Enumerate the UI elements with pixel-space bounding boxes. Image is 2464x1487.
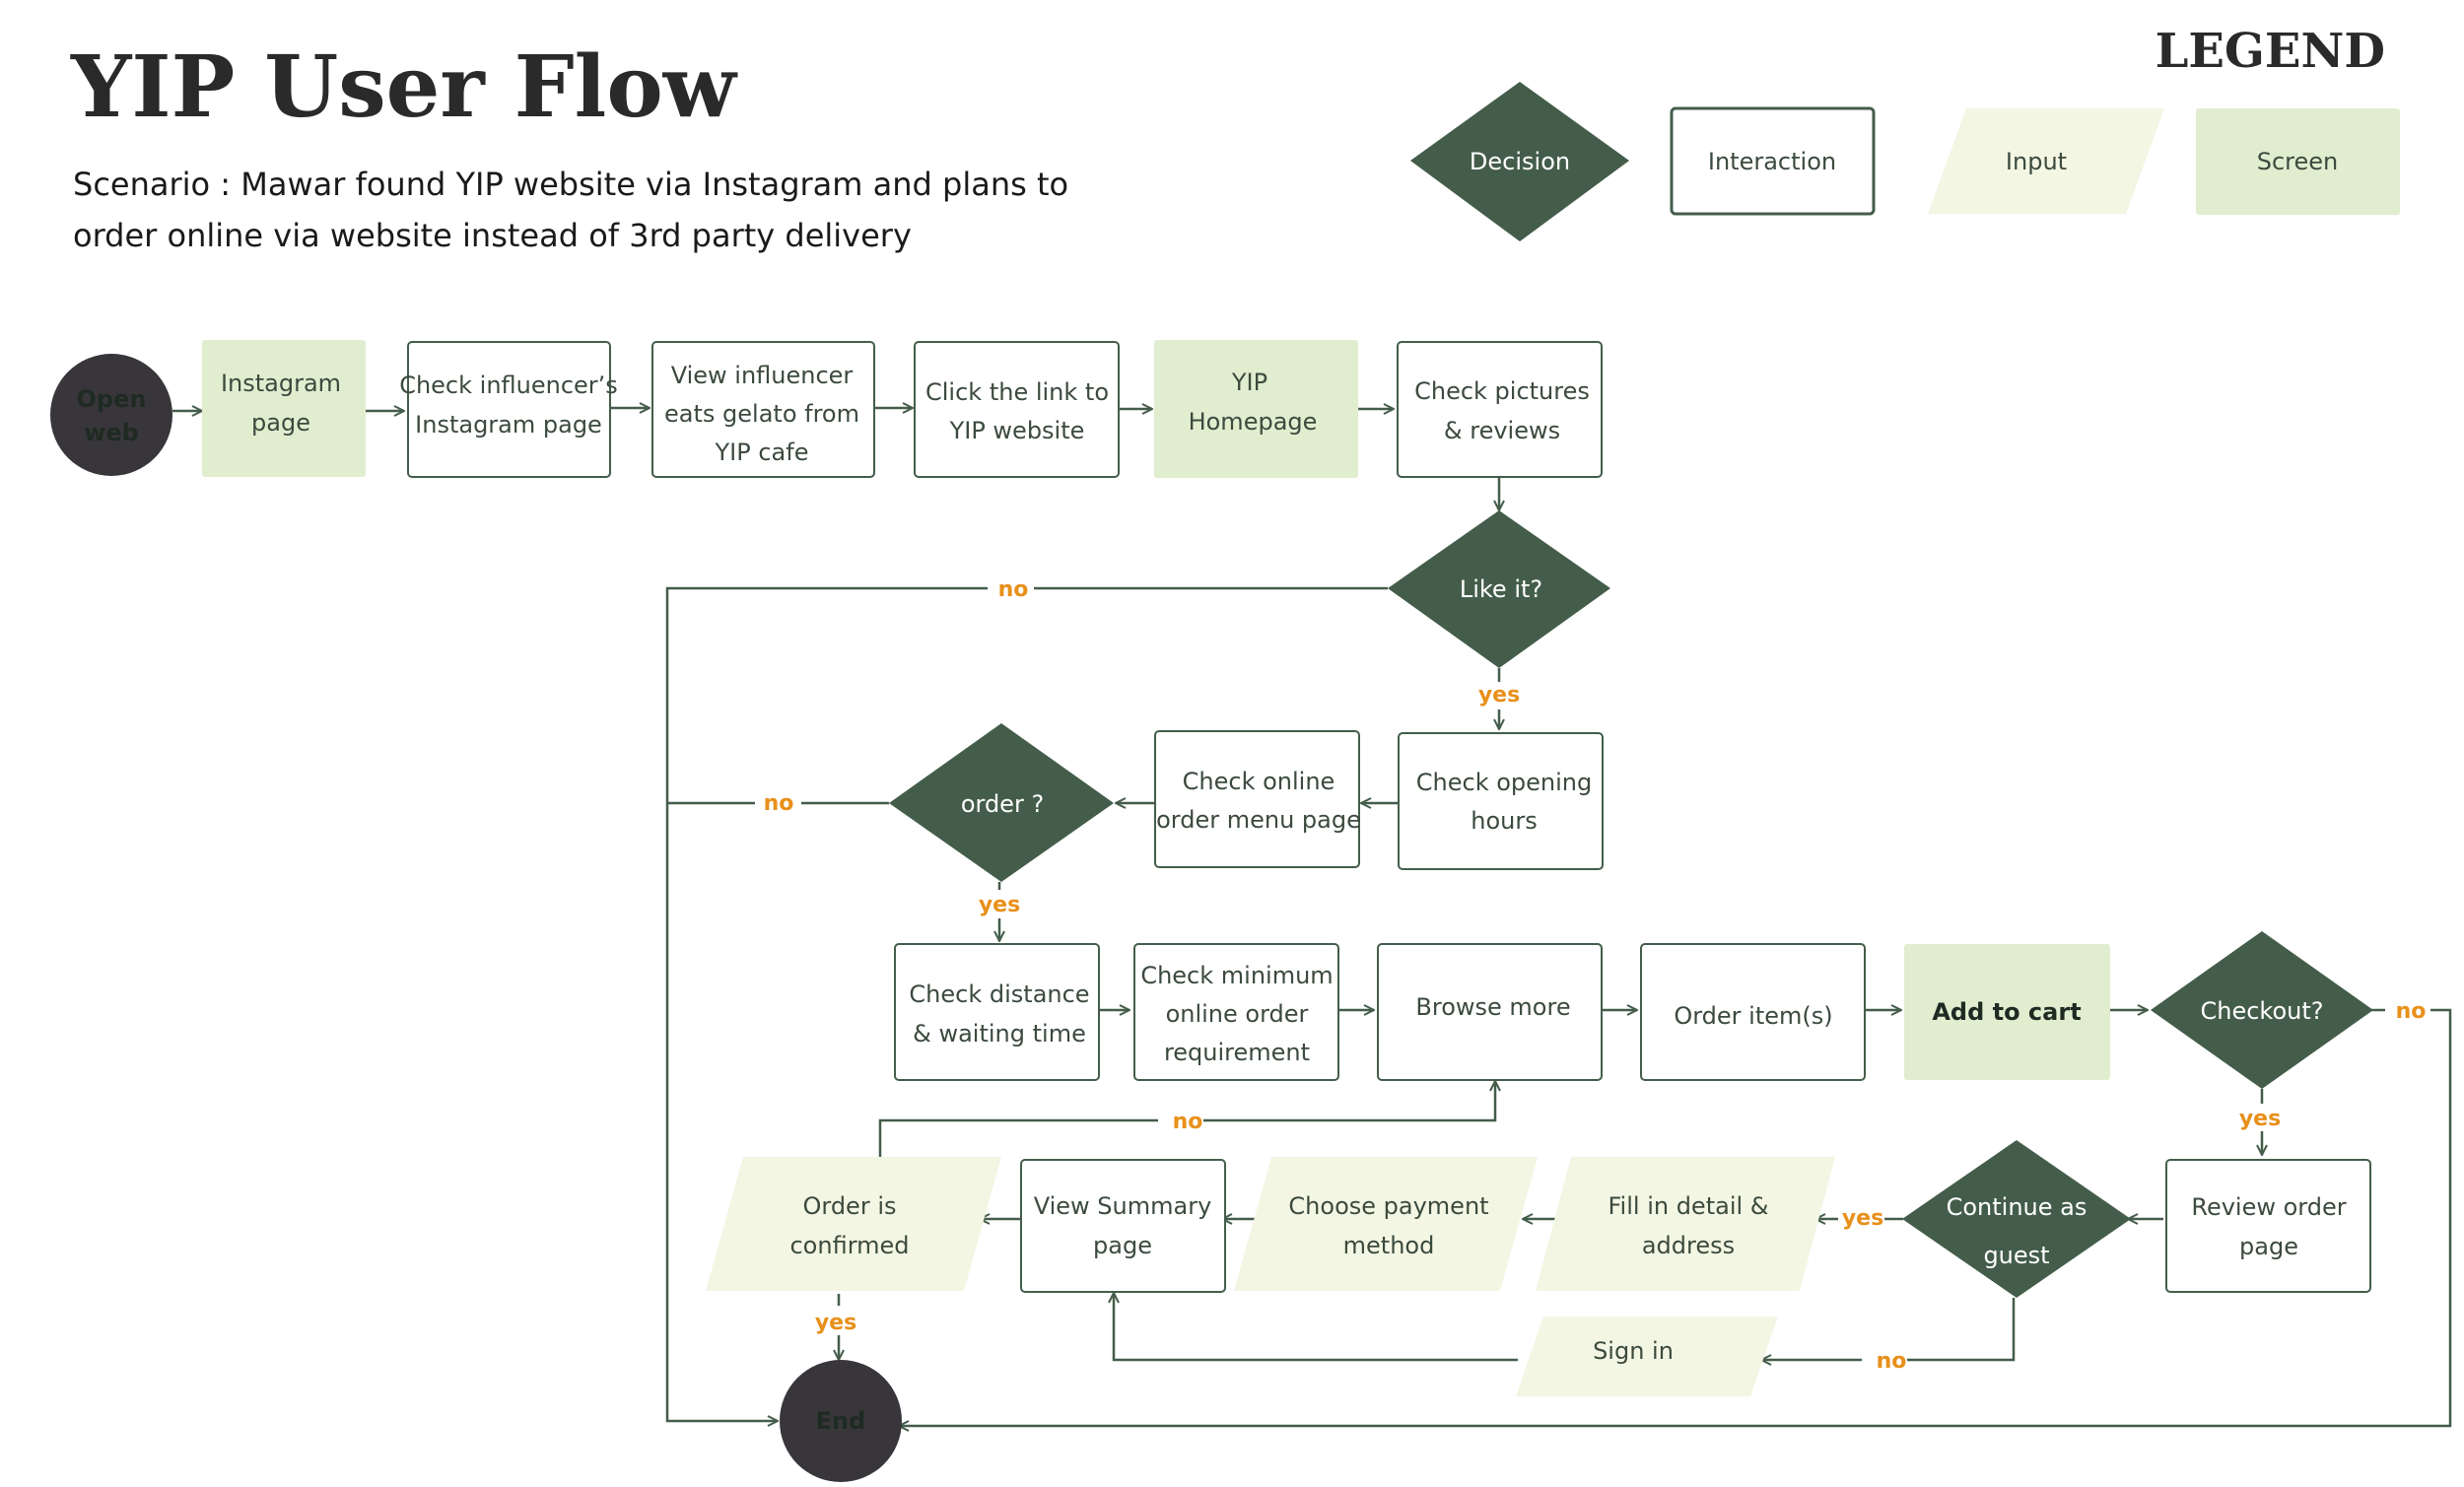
legend-screen-label: Screen <box>2257 148 2339 175</box>
node-check-distance: Check distance& waiting time <box>894 943 1100 1081</box>
node-browse-more: Browse more <box>1377 943 1603 1081</box>
edge-label-guest-yes: yes <box>1842 1206 1883 1231</box>
node-like-it-decision: Like it? <box>1388 510 1610 668</box>
node-add-to-cart: Add to cart <box>1904 944 2110 1080</box>
edge-label-like-yes: yes <box>1478 683 1520 708</box>
node-order-decision: order ? <box>889 723 1114 882</box>
node-end: End <box>780 1360 902 1482</box>
edge-label-checkout-yes: yes <box>2239 1107 2281 1131</box>
legend-input-label: Input <box>2006 148 2067 175</box>
legend-interaction-label: Interaction <box>1708 148 1836 175</box>
node-add-to-cart-label: Add to cart <box>1932 998 2081 1026</box>
node-check-distance-label: Check distance& waiting time <box>909 980 1089 1048</box>
edge-label-order-no: no <box>764 791 794 816</box>
subtitle-line-1: Scenario : Mawar found YIP website via I… <box>73 166 1068 203</box>
node-check-pictures-label: Check pictures& reviews <box>1414 377 1590 444</box>
node-like-it-label: Like it? <box>1460 575 1542 603</box>
legend-title: LEGEND <box>2156 24 2385 79</box>
node-end-label: End <box>816 1407 866 1435</box>
connectors <box>172 408 2452 1426</box>
legend-decision: Decision <box>1410 82 1629 241</box>
edge-label-checkout-no: no <box>2396 999 2427 1024</box>
node-order-decision-label: order ? <box>961 790 1044 818</box>
node-checkout-label: Checkout? <box>2200 997 2323 1025</box>
page-title: YIP User Flow <box>70 37 738 137</box>
legend-screen: Screen <box>2196 108 2400 215</box>
legend-input: Input <box>1928 108 2164 214</box>
edge-label-order-yes: yes <box>979 893 1020 917</box>
node-fill-detail: Fill in detail &address <box>1536 1157 1835 1291</box>
legend-interaction: Interaction <box>1670 106 1876 216</box>
node-browse-more-label: Browse more <box>1415 993 1570 1021</box>
node-checkout-decision: Checkout? <box>2151 931 2373 1089</box>
edge-label-guest-no: no <box>1877 1349 1907 1374</box>
node-order-items: Order item(s) <box>1640 943 1866 1081</box>
node-fill-detail-label: Fill in detail &address <box>1608 1192 1769 1259</box>
legend-decision-label: Decision <box>1470 148 1570 175</box>
edge-label-confirmed-no: no <box>1173 1110 1203 1134</box>
node-order-items-label: Order item(s) <box>1674 1002 1832 1030</box>
node-check-pictures: Check pictures& reviews <box>1397 341 1603 478</box>
subtitle-line-2: order online via website instead of 3rd … <box>73 217 912 254</box>
edge-label-like-no: no <box>998 577 1029 602</box>
edge-labels: no yes no yes no yes yes no no yes <box>764 577 2427 1374</box>
node-sign-in: Sign in <box>1516 1317 1778 1396</box>
edge-label-confirmed-yes: yes <box>815 1311 856 1335</box>
node-sign-in-label: Sign in <box>1593 1337 1674 1365</box>
